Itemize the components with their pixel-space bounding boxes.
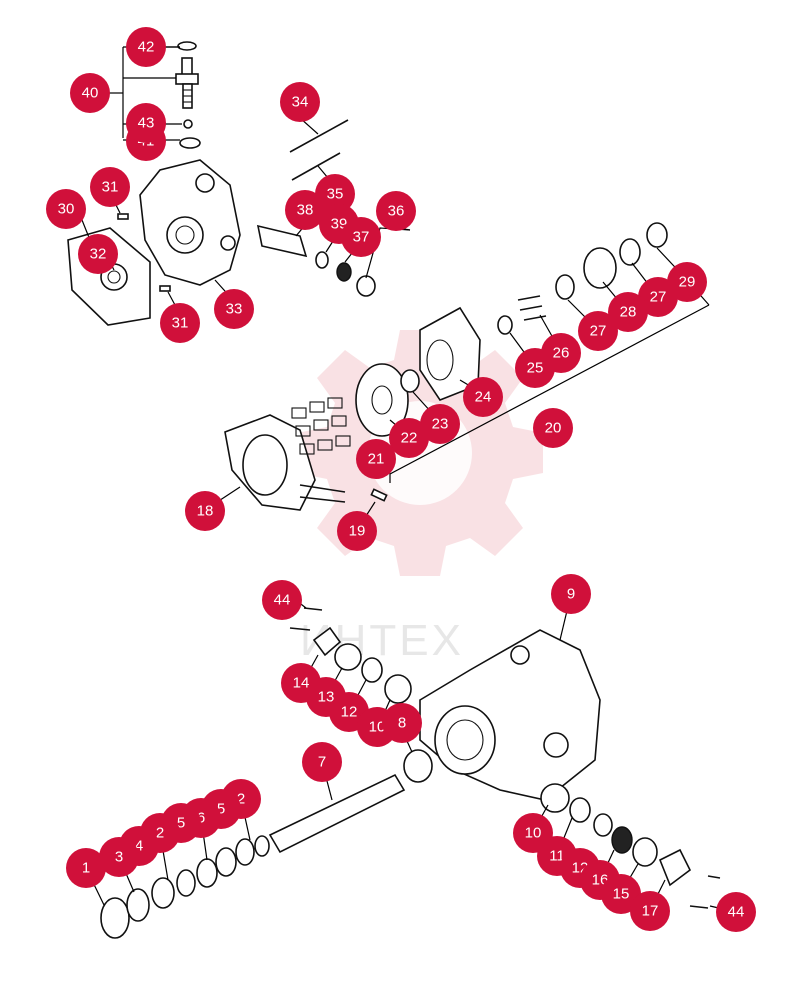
svg-text:32: 32 bbox=[90, 246, 107, 263]
compensator-assembly bbox=[67, 41, 376, 326]
svg-text:9: 9 bbox=[567, 586, 575, 603]
svg-text:43: 43 bbox=[138, 115, 155, 132]
callout-7: 7 bbox=[302, 742, 342, 782]
svg-text:3: 3 bbox=[115, 849, 123, 866]
callout-28: 28 bbox=[608, 292, 648, 332]
callout-40: 40 bbox=[70, 73, 110, 113]
svg-text:4: 4 bbox=[135, 838, 143, 855]
svg-text:20: 20 bbox=[545, 420, 562, 437]
svg-text:6: 6 bbox=[197, 810, 205, 827]
svg-text:5: 5 bbox=[217, 801, 225, 818]
svg-text:11: 11 bbox=[549, 848, 565, 865]
callout-31-top: 31 bbox=[90, 167, 130, 207]
callout-23: 23 bbox=[420, 404, 460, 444]
svg-text:26: 26 bbox=[553, 345, 570, 362]
callout-34: 34 bbox=[280, 82, 320, 122]
svg-text:28: 28 bbox=[620, 304, 637, 321]
callout-20: 20 bbox=[533, 408, 573, 448]
callout-32: 32 bbox=[78, 234, 118, 274]
svg-text:19: 19 bbox=[349, 523, 366, 540]
callout-44-bottom: 44 bbox=[716, 892, 756, 932]
callout-17: 17 bbox=[630, 891, 670, 931]
callout-30: 30 bbox=[46, 189, 86, 229]
svg-text:22: 22 bbox=[401, 430, 418, 447]
svg-text:38: 38 bbox=[297, 202, 314, 219]
svg-text:17: 17 bbox=[642, 903, 659, 920]
callout-35: 35 bbox=[315, 174, 355, 214]
svg-text:25: 25 bbox=[527, 360, 544, 377]
svg-text:33: 33 bbox=[226, 301, 243, 318]
svg-text:37: 37 bbox=[353, 229, 370, 246]
callout-9: 9 bbox=[551, 574, 591, 614]
callout-15: 15 bbox=[601, 874, 641, 914]
svg-text:1: 1 bbox=[82, 860, 90, 877]
svg-text:27: 27 bbox=[650, 289, 667, 306]
callout-27-left: 27 bbox=[578, 311, 618, 351]
svg-text:42: 42 bbox=[138, 39, 155, 56]
svg-text:8: 8 bbox=[398, 715, 406, 732]
svg-text:13: 13 bbox=[318, 689, 335, 706]
callout-3: 3 bbox=[99, 837, 139, 877]
svg-text:10: 10 bbox=[369, 719, 386, 736]
callout-18: 18 bbox=[185, 491, 225, 531]
svg-text:2: 2 bbox=[237, 791, 245, 808]
callout-21: 21 bbox=[356, 439, 396, 479]
callout-24: 24 bbox=[463, 377, 503, 417]
svg-text:7: 7 bbox=[318, 754, 326, 771]
callout-43: 43 bbox=[126, 103, 166, 143]
callout-25: 25 bbox=[515, 348, 555, 388]
svg-text:23: 23 bbox=[432, 416, 449, 433]
callout-19: 19 bbox=[337, 511, 377, 551]
svg-text:15: 15 bbox=[613, 886, 630, 903]
svg-text:36: 36 bbox=[388, 203, 405, 220]
pump-housing-assembly bbox=[100, 607, 721, 939]
svg-text:44: 44 bbox=[728, 904, 745, 921]
svg-text:18: 18 bbox=[197, 503, 214, 520]
svg-text:29: 29 bbox=[679, 274, 696, 291]
svg-text:31: 31 bbox=[102, 179, 119, 196]
callout-37: 37 bbox=[341, 217, 381, 257]
svg-text:40: 40 bbox=[82, 85, 99, 102]
callout-36: 36 bbox=[376, 191, 416, 231]
callout-33: 33 bbox=[214, 289, 254, 329]
svg-text:31: 31 bbox=[172, 315, 189, 332]
svg-text:5: 5 bbox=[177, 815, 185, 832]
callout-44-top: 44 bbox=[262, 580, 302, 620]
callout-1: 1 bbox=[66, 848, 106, 888]
svg-text:44: 44 bbox=[274, 592, 291, 609]
svg-text:24: 24 bbox=[475, 389, 492, 406]
svg-text:12: 12 bbox=[341, 704, 358, 721]
svg-text:10: 10 bbox=[525, 825, 542, 842]
svg-text:21: 21 bbox=[368, 451, 385, 468]
callout-27-right: 27 bbox=[638, 277, 678, 317]
callout-22: 22 bbox=[389, 418, 429, 458]
svg-text:35: 35 bbox=[327, 186, 344, 203]
callout-38: 38 bbox=[285, 190, 325, 230]
svg-text:14: 14 bbox=[293, 675, 310, 692]
svg-text:30: 30 bbox=[58, 201, 75, 218]
svg-text:34: 34 bbox=[292, 94, 309, 111]
svg-text:2: 2 bbox=[156, 825, 164, 842]
callout-42: 42 bbox=[126, 27, 166, 67]
svg-text:27: 27 bbox=[590, 323, 607, 340]
rotating-group bbox=[224, 222, 710, 511]
callout-8: 8 bbox=[382, 703, 422, 743]
callout-31-bottom: 31 bbox=[160, 303, 200, 343]
